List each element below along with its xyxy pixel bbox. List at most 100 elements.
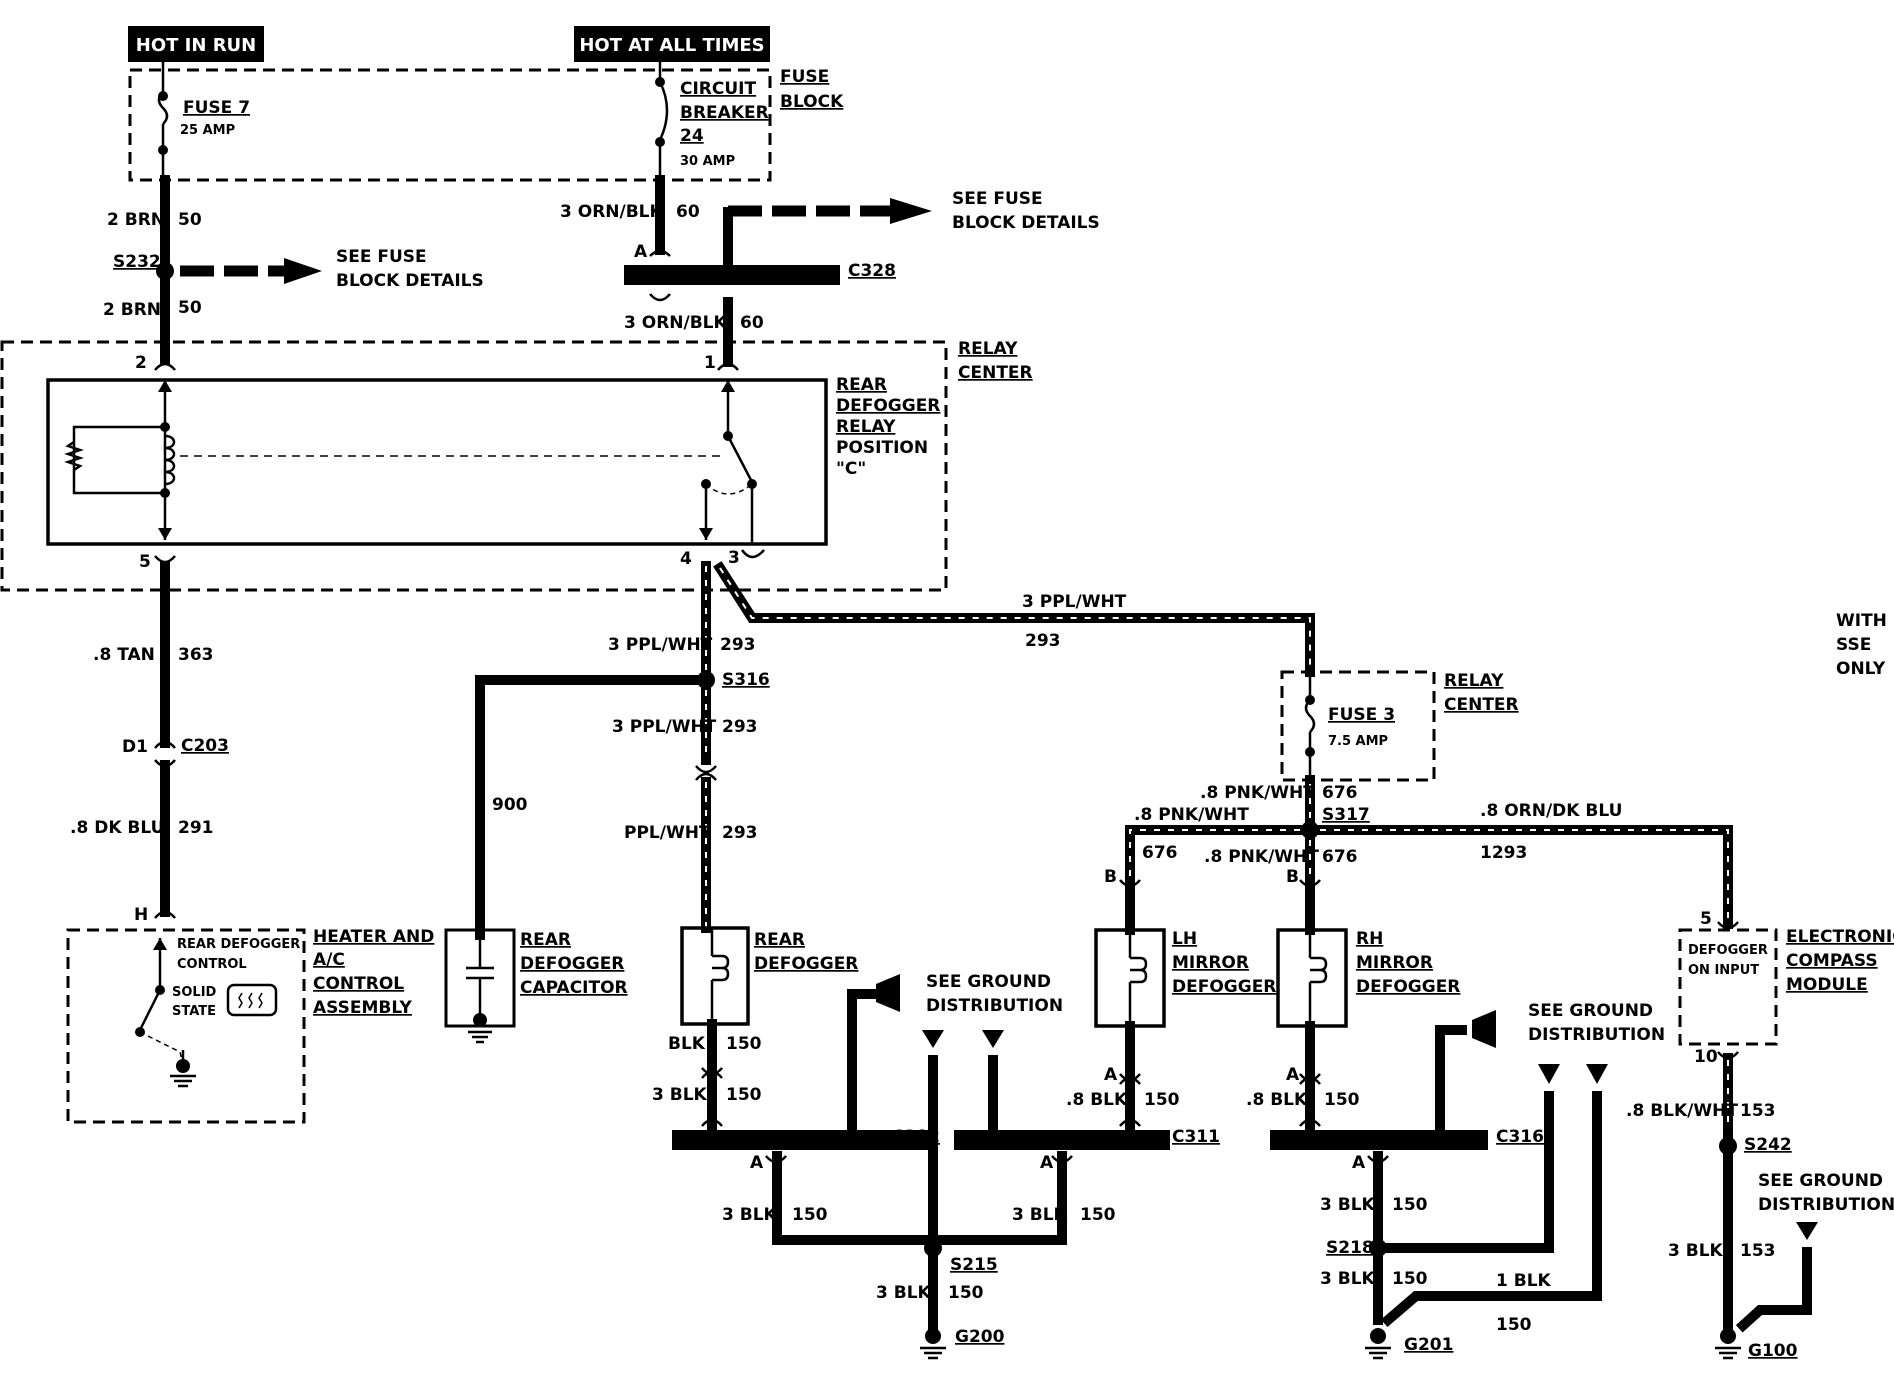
wire-label-8blk-lh: .8 BLK	[1066, 1090, 1128, 1110]
ground-g200-label: G200	[955, 1327, 1005, 1347]
fuse-7-rating: 25 AMP	[180, 123, 235, 138]
pin-a-c312: A	[750, 1153, 764, 1173]
see-ground-3-line1: SEE GROUND	[1758, 1171, 1883, 1191]
breaker-label-1: CIRCUIT	[680, 79, 756, 99]
see-ground-arrow-down-e	[1796, 1222, 1818, 1240]
heater-inner-1: REAR DEFOGGER	[177, 937, 300, 952]
relay-label-4: POSITION	[836, 438, 928, 458]
wire-3pplwht-293-top	[713, 561, 1315, 677]
lh-mirror-label-1: LH	[1172, 929, 1197, 949]
connector-c316	[1270, 1130, 1488, 1150]
wire-label-8orn: .8 ORN/DK BLU	[1480, 801, 1622, 821]
wire-label-8dkblu: .8 DK BLU	[70, 818, 164, 838]
c316-top-cup	[1299, 1118, 1321, 1127]
wire-label-50-a: 50	[178, 210, 202, 230]
compass-label-1: ELECTRONIC	[1786, 927, 1894, 947]
wire-label-150-f: 150	[1392, 1195, 1428, 1215]
heater-label-1: HEATER AND	[313, 927, 434, 947]
breaker-rating: 30 AMP	[680, 154, 735, 169]
fuse-block-label-2: BLOCK	[780, 92, 844, 112]
ground-g100-symbol	[1715, 1328, 1741, 1360]
wire-label-150-a: 150	[726, 1034, 762, 1054]
wire-label-3ppl-a: 3 PPL/WHT	[608, 635, 713, 655]
heater-label-3: CONTROL	[313, 974, 404, 994]
see-ground-1-arrowhead	[876, 974, 900, 1012]
connector-c311	[954, 1130, 1170, 1150]
hot-at-all-times-header: HOT AT ALL TIMES	[574, 26, 770, 62]
solid-state-1: SOLID	[172, 985, 217, 1000]
splice-s218-dot	[1369, 1239, 1387, 1257]
wire-label-293-a: 293	[720, 635, 756, 655]
breaker-label-2: BREAKER	[680, 103, 769, 123]
compass-inner-1: DEFOGGER	[1688, 943, 1768, 958]
wire-label-2brn-b: 2 BRN	[103, 300, 161, 320]
pin-b-rh: B	[1286, 867, 1299, 887]
wire-8orndkblu-stripe	[1320, 829, 1729, 924]
capacitor-label-2: DEFOGGER	[520, 954, 624, 974]
wire-8pnkwht-lh-stripe	[1129, 829, 1300, 878]
wire-label-676-b: 676	[1142, 843, 1178, 863]
see-ground-1-line2: DISTRIBUTION	[926, 996, 1063, 1016]
splice-s218-label: S218	[1326, 1238, 1374, 1258]
splice-s232-dot	[156, 262, 174, 280]
wire-label-8pnk-b: .8 PNK/WHT	[1134, 805, 1249, 825]
with-sse-line3: ONLY	[1836, 659, 1886, 679]
circuit-breaker-symbol	[655, 62, 669, 180]
relay-label-2: DEFOGGER	[836, 396, 940, 416]
pin-5: 5	[139, 552, 151, 572]
relay-center-2-box	[1280, 670, 1436, 782]
see-ground-arrow-down-a	[922, 1030, 944, 1048]
see-fuse-2-line2: BLOCK DETAILS	[952, 213, 1100, 233]
pin-a-rh: A	[1286, 1065, 1300, 1085]
lh-mirror-a-connector-bottom	[1119, 1076, 1141, 1085]
hot-in-run-header: HOT IN RUN	[128, 26, 264, 62]
c312-top-cup	[701, 1118, 723, 1127]
with-sse-line2: SSE	[1836, 635, 1871, 655]
pin-4: 4	[680, 549, 692, 569]
pin-h: H	[134, 905, 148, 925]
capacitor-label-1: REAR	[520, 930, 571, 950]
wire-label-293-top: 293	[1025, 631, 1061, 651]
see-ground-2-arrowhead	[1472, 1010, 1496, 1048]
wire-label-150-h: 150	[1496, 1315, 1532, 1335]
with-sse-line1: WITH	[1836, 611, 1887, 631]
rh-mirror-label-3: DEFOGGER	[1356, 977, 1460, 997]
connector-c316-label: C316	[1496, 1127, 1544, 1147]
see-ground-arrow-down-c	[1538, 1064, 1560, 1084]
relay-coil-symbol	[64, 380, 726, 540]
wire-label-3ppl-b: 3 PPL/WHT	[612, 717, 717, 737]
pin-a-c316: A	[1352, 1153, 1366, 1173]
pin-1: 1	[704, 353, 716, 373]
wire-label-8pnk-c: .8 PNK/WHT	[1204, 847, 1319, 867]
hot-at-all-times-label: HOT AT ALL TIMES	[579, 35, 764, 56]
fuse-3-rating: 7.5 AMP	[1328, 734, 1388, 749]
wire-label-3blk-d: 3 BLK	[1012, 1205, 1068, 1225]
relay-center-2-label-1: RELAY	[1444, 671, 1504, 691]
pin-2-cup	[154, 362, 176, 371]
wire-label-8blk-rh: .8 BLK	[1246, 1090, 1308, 1110]
see-ground-1-line1: SEE GROUND	[926, 972, 1051, 992]
ground-g200-symbol	[920, 1328, 946, 1360]
wire-label-3blk-153: 3 BLK	[1668, 1241, 1724, 1261]
rear-defogger-label-1: REAR	[754, 930, 805, 950]
wire-label-150-g: 150	[1392, 1269, 1428, 1289]
wire-label-150-d: 150	[1080, 1205, 1116, 1225]
wire-label-363: 363	[178, 645, 214, 665]
capacitor-symbol	[466, 935, 494, 1044]
splice-s215-label: S215	[950, 1255, 998, 1275]
compass-label-2: COMPASS	[1786, 951, 1878, 971]
connector-c312	[672, 1130, 928, 1150]
pin-1-cup	[717, 362, 739, 371]
connector-c203-label: C203	[181, 736, 229, 756]
wire-label-60-a: 60	[676, 202, 700, 222]
splice-s317-label: S317	[1322, 805, 1370, 825]
pin-3-cup	[740, 549, 765, 559]
relay-label-3: RELAY	[836, 417, 896, 437]
rear-defogger-ground-connector-bottom	[701, 1070, 723, 1079]
splice-s316-label: S316	[722, 670, 770, 690]
wire-label-291: 291	[178, 818, 214, 838]
breaker-label-3: 24	[680, 126, 704, 146]
heater-label-4: ASSEMBLY	[313, 998, 413, 1018]
ecm-pin5-cup	[1717, 921, 1739, 930]
